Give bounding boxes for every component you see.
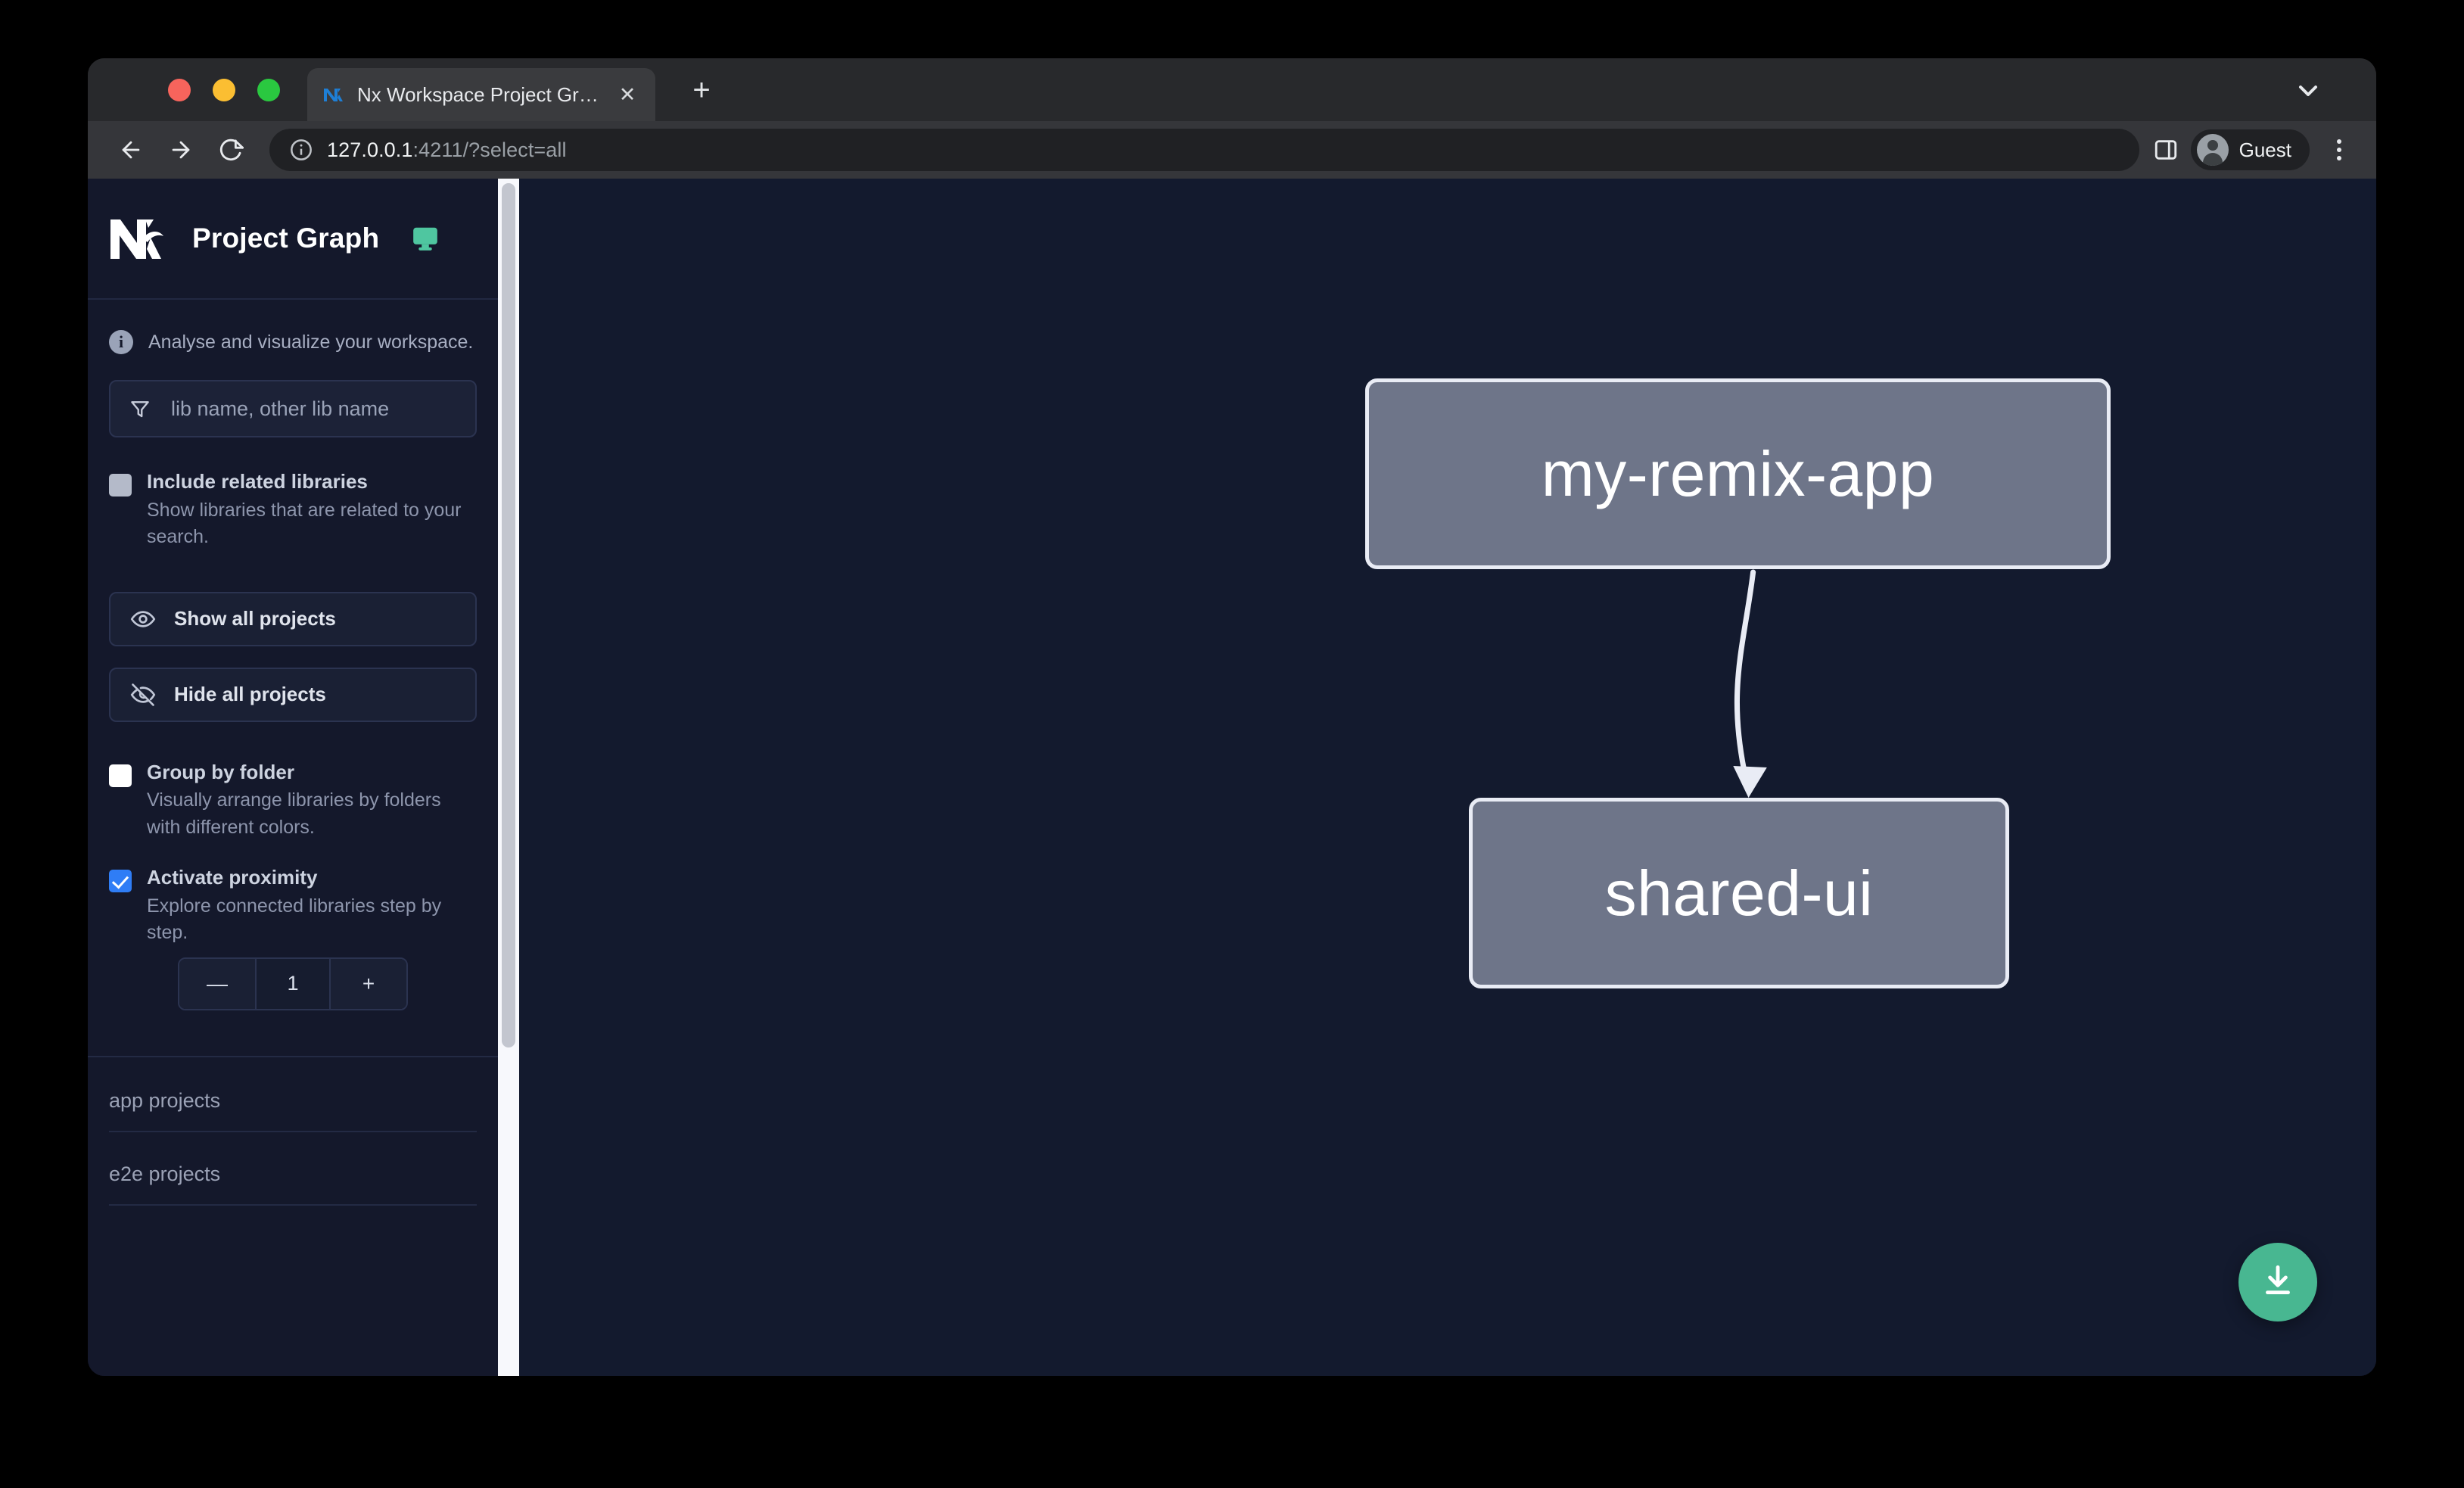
kebab-menu-icon[interactable] <box>2322 129 2357 170</box>
search-box[interactable] <box>109 380 477 437</box>
site-info-icon[interactable] <box>289 138 313 162</box>
option-description: Show libraries that are related to your … <box>147 499 462 548</box>
address-bar-url: 127.0.0.1:4211/?select=all <box>327 139 567 162</box>
option-label: Include related libraries <box>147 470 368 493</box>
url-host: 127.0.0.1 <box>327 138 413 161</box>
option-group-by-folder[interactable]: Group by folder Visually arrange librari… <box>109 760 477 842</box>
tab-strip: Nx Workspace Project Graph ✕ + <box>88 58 2376 121</box>
search-input[interactable] <box>171 397 457 421</box>
sidebar-tagline: i Analyse and visualize your workspace. <box>88 300 498 380</box>
decrement-button[interactable]: — <box>179 958 255 1009</box>
info-icon: i <box>109 330 133 354</box>
option-description: Explore connected libraries step by step… <box>147 895 442 944</box>
checkbox-include-related-libraries[interactable] <box>109 474 132 497</box>
address-bar[interactable]: 127.0.0.1:4211/?select=all <box>269 129 2139 171</box>
graph-node-shared-ui[interactable]: shared-ui <box>1469 798 2009 988</box>
browser-tab[interactable]: Nx Workspace Project Graph ✕ <box>307 68 655 121</box>
new-tab-button[interactable]: + <box>692 73 711 107</box>
option-include-related-libraries[interactable]: Include related libraries Show libraries… <box>109 469 477 551</box>
hide-all-projects-label: Hide all projects <box>174 683 326 705</box>
project-graph-canvas[interactable]: my-remix-app shared-ui <box>519 179 2376 1376</box>
download-button[interactable] <box>2238 1243 2317 1321</box>
chevron-down-icon[interactable] <box>2293 76 2323 106</box>
avatar <box>2196 134 2229 166</box>
eye-off-icon <box>130 682 156 708</box>
sidebar-scrollbar[interactable] <box>498 179 519 1376</box>
close-icon[interactable]: ✕ <box>618 82 636 106</box>
toolbar-right-group: Guest <box>2153 129 2357 170</box>
option-label: Activate proximity <box>147 866 318 889</box>
graph-node-my-remix-app[interactable]: my-remix-app <box>1365 378 2111 569</box>
close-window-button[interactable] <box>168 78 191 101</box>
checkbox-group-by-folder[interactable] <box>109 764 132 787</box>
browser-window: Nx Workspace Project Graph ✕ + 127.0.0.1… <box>88 58 2376 1376</box>
option-label: Group by folder <box>147 760 294 783</box>
window-traffic-lights <box>168 78 280 101</box>
monitor-icon[interactable] <box>411 224 440 253</box>
graph-edges <box>1733 569 1767 798</box>
project-groups: app projects e2e projects <box>88 1055 498 1230</box>
maximize-window-button[interactable] <box>257 78 280 101</box>
filter-funnel-icon <box>129 397 151 420</box>
profile-name: Guest <box>2238 138 2291 161</box>
sidebar-tagline-text: Analyse and visualize your workspace. <box>148 331 474 353</box>
checkbox-activate-proximity[interactable] <box>109 870 132 892</box>
option-description: Visually arrange libraries by folders wi… <box>147 789 441 838</box>
sidebar-scrollbar-thumb[interactable] <box>502 183 515 1048</box>
hide-all-projects-button[interactable]: Hide all projects <box>109 667 477 722</box>
sidebar-body: Include related libraries Show libraries… <box>88 380 498 1056</box>
minimize-window-button[interactable] <box>213 78 235 101</box>
url-path: :4211/?select=all <box>412 138 567 161</box>
nx-logo <box>109 216 166 260</box>
download-icon <box>2259 1262 2297 1303</box>
browser-toolbar: 127.0.0.1:4211/?select=all Guest <box>88 121 2376 179</box>
sidebar-header: Project Graph <box>88 179 498 300</box>
sidebar: Project Graph i Analyse and visualize yo… <box>88 179 519 1376</box>
nx-favicon-icon <box>322 83 345 106</box>
group-app-projects[interactable]: app projects <box>109 1083 477 1132</box>
eye-icon <box>130 606 156 632</box>
increment-button[interactable]: + <box>331 958 406 1009</box>
side-panel-icon[interactable] <box>2153 137 2179 163</box>
back-arrow-icon[interactable] <box>107 126 154 173</box>
group-e2e-projects[interactable]: e2e projects <box>109 1156 477 1206</box>
proximity-stepper: — 1 + <box>109 957 477 1010</box>
tab-title: Nx Workspace Project Graph <box>357 82 602 106</box>
page-title: Project Graph <box>192 223 380 254</box>
profile-chip[interactable]: Guest <box>2190 129 2310 170</box>
forward-arrow-icon[interactable] <box>157 126 204 173</box>
reload-icon[interactable] <box>207 126 254 173</box>
page-viewport: Project Graph i Analyse and visualize yo… <box>88 179 2376 1376</box>
show-all-projects-button[interactable]: Show all projects <box>109 591 477 646</box>
show-all-projects-label: Show all projects <box>174 607 336 630</box>
proximity-value: 1 <box>255 958 331 1009</box>
option-activate-proximity[interactable]: Activate proximity Explore connected lib… <box>109 865 477 947</box>
